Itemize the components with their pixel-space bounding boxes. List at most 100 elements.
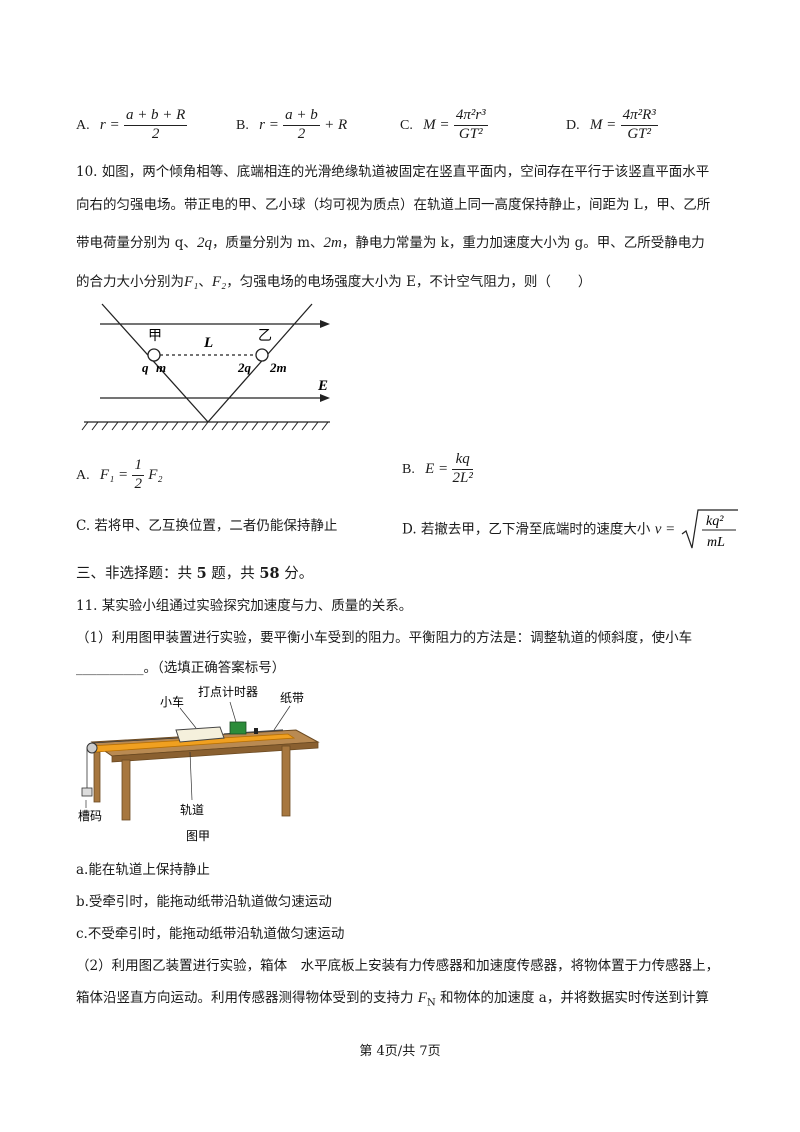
q11-part1-line2: __________。（选填正确答案标号） bbox=[76, 660, 286, 676]
pointer-line bbox=[189, 751, 193, 801]
formula-fraction: 4π²R³ GT² bbox=[620, 107, 658, 143]
sqrt-expression: kq² mL bbox=[680, 508, 740, 552]
left-track bbox=[101, 303, 209, 423]
label-m: m bbox=[156, 360, 166, 375]
q9-option-c: C. M = 4π²r³ GT² bbox=[400, 107, 488, 143]
formula-lhs: r = bbox=[259, 116, 279, 133]
option-d-text: D. 若撤去甲，乙下滑至底端时的速度大小 bbox=[402, 521, 651, 538]
text-run: 和物体的加速度 a，并将数据实时传送到计算 bbox=[440, 990, 709, 1006]
denominator: 2 bbox=[151, 125, 160, 142]
pointer-line bbox=[179, 707, 197, 729]
numerator: 4π²r³ bbox=[453, 107, 488, 126]
subscript: N bbox=[426, 997, 436, 1009]
denominator: 2L² bbox=[452, 469, 473, 486]
q10-option-d: D. 若撤去甲，乙下滑至底端时的速度大小 v = kq² mL bbox=[402, 508, 740, 552]
q11-intro: 11. 某实验小组通过实验探究加速度与力、质量的关系。 bbox=[76, 598, 413, 614]
label-2q: 2q bbox=[237, 360, 252, 375]
label-q: q bbox=[142, 360, 149, 375]
formula-lhs: M = bbox=[423, 116, 450, 133]
pointer-line bbox=[229, 701, 237, 723]
pulley-icon bbox=[86, 742, 98, 754]
text-run: ，静电力常量为 k，重力加速度大小为 g。甲、乙所受静电力 bbox=[341, 235, 705, 251]
option-letter: B. bbox=[236, 117, 249, 133]
numerator: a + b + R bbox=[123, 107, 188, 126]
label-distance-l: L bbox=[203, 335, 213, 351]
right-track bbox=[207, 303, 313, 423]
text-run: 题，共 bbox=[206, 566, 260, 582]
option-letter: A. bbox=[76, 467, 90, 483]
numerator: a + b bbox=[283, 107, 320, 126]
q11-part2-line2: 箱体沿竖直方向运动。利用传感器测得物体受到的支持力 FN 和物体的加速度 a，并… bbox=[76, 986, 709, 1009]
q10-line-3: 带电荷量分别为 q、2q，质量分别为 m、2m，静电力常量为 k，重力加速度大小… bbox=[76, 231, 705, 252]
text-run: ，质量分别为 m、 bbox=[211, 235, 324, 251]
q9-option-a: A. r = a + b + R 2 bbox=[76, 107, 188, 143]
table-leg bbox=[121, 759, 131, 821]
q10-line-4: 的合力大小分别为F₁、F₂，匀强电场的电场强度大小为 E，不计空气阻力，则（ ） bbox=[76, 270, 591, 291]
q11-part2-line1: （2）利用图乙装置进行实验，箱体 水平底板上安装有力传感器和加速度传感器，将物体… bbox=[76, 958, 720, 974]
denominator: GT² bbox=[458, 125, 483, 142]
text-run: 箱体沿竖直方向运动。利用传感器测得物体受到的支持力 bbox=[76, 990, 414, 1006]
denominator: GT² bbox=[627, 125, 652, 142]
label-cart: 小车 bbox=[160, 694, 184, 709]
formula-lhs: r = bbox=[99, 116, 120, 133]
formula-lhs: E = bbox=[425, 460, 449, 477]
question-count: 5 bbox=[196, 565, 207, 582]
text-run: 三、非选择题：共 bbox=[76, 566, 197, 582]
label-track: 轨道 bbox=[180, 803, 204, 817]
charge-2q: 2q bbox=[196, 235, 212, 251]
pointer-line bbox=[273, 705, 291, 731]
ball-jia bbox=[147, 348, 161, 362]
table-leg bbox=[281, 745, 291, 817]
q11-figure-jia: 打点计时器 小车 纸带 槽码 轨道 图甲 bbox=[78, 685, 320, 843]
sqrt-icon: kq² mL bbox=[681, 509, 738, 550]
label-tape: 纸带 bbox=[280, 691, 304, 705]
label-weight: 槽码 bbox=[78, 809, 102, 823]
total-score: 58 bbox=[259, 565, 280, 582]
label-field-e: E bbox=[317, 378, 328, 394]
force-fn: F bbox=[417, 990, 427, 1006]
table-edge bbox=[111, 741, 319, 763]
text-run: 的合力大小分别为 bbox=[76, 274, 184, 290]
label-2m: 2m bbox=[269, 360, 287, 375]
formula-fraction: a + b 2 bbox=[283, 107, 320, 143]
force-f2: F₂ bbox=[211, 274, 227, 290]
label-jia: 甲 bbox=[148, 328, 162, 344]
q9-option-b: B. r = a + b 2 + R bbox=[236, 107, 348, 143]
numerator: 4π²R³ bbox=[620, 107, 658, 126]
option-letter: C. bbox=[400, 117, 413, 133]
ground-hatching bbox=[81, 421, 329, 431]
figure-caption: 图甲 bbox=[186, 829, 210, 843]
q10-line-1: 10. 如图，两个倾角相等、底端相连的光滑绝缘轨道被固定在竖直平面内，空间存在平… bbox=[76, 164, 710, 180]
formula-fraction: 4π²r³ GT² bbox=[453, 107, 488, 143]
ball-yi bbox=[255, 348, 269, 362]
q11-choice-b: b.受牵引时，能拖动纸带沿轨道做匀速运动 bbox=[76, 894, 332, 910]
q9-option-d: D. M = 4π²R³ GT² bbox=[566, 107, 658, 143]
formula-lhs: M = bbox=[589, 116, 617, 133]
option-letter: B. bbox=[402, 461, 415, 477]
q10-track-diagram: 甲 乙 L q m 2q 2m E bbox=[81, 303, 330, 431]
label-yi: 乙 bbox=[258, 328, 272, 344]
force-f1: F₁ bbox=[184, 274, 199, 290]
numerator: kq bbox=[452, 451, 473, 470]
formula-fraction: 1 2 bbox=[132, 457, 144, 493]
text-run: 、 bbox=[198, 274, 212, 290]
q10-line-2: 向右的匀强电场。带正电的甲、乙小球（均可视为质点）在轨道上同一高度保持静止，间距… bbox=[76, 197, 711, 213]
q10-option-c: C. 若将甲、乙互换位置，二者仍能保持静止 bbox=[76, 518, 338, 534]
table-leg bbox=[93, 751, 101, 803]
formula-lhs: F₁ = bbox=[99, 466, 129, 483]
formula-tail: + R bbox=[324, 116, 348, 133]
denominator: mL bbox=[707, 535, 725, 550]
formula-fraction: a + b + R 2 bbox=[123, 107, 188, 143]
q10-option-b: B. E = kq 2L² bbox=[402, 451, 473, 487]
q10-option-a: A. F₁ = 1 2 F₂ bbox=[76, 457, 163, 493]
formula-fraction: kq 2L² bbox=[452, 451, 473, 487]
q11-choice-a: a.能在轨道上保持静止 bbox=[76, 862, 210, 878]
option-letter: A. bbox=[76, 117, 90, 133]
formula-lhs: v = bbox=[654, 521, 676, 538]
arrow-right-icon bbox=[320, 320, 330, 328]
section-3-heading: 三、非选择题：共 5 题，共 58 分。 bbox=[76, 562, 313, 583]
cart bbox=[175, 726, 225, 743]
text-run: 带电荷量分别为 q、 bbox=[76, 235, 197, 251]
text-run: 分。 bbox=[279, 566, 314, 582]
text-run: ，匀强电场的电场强度大小为 E，不计空气阻力，则（ ） bbox=[226, 274, 592, 290]
